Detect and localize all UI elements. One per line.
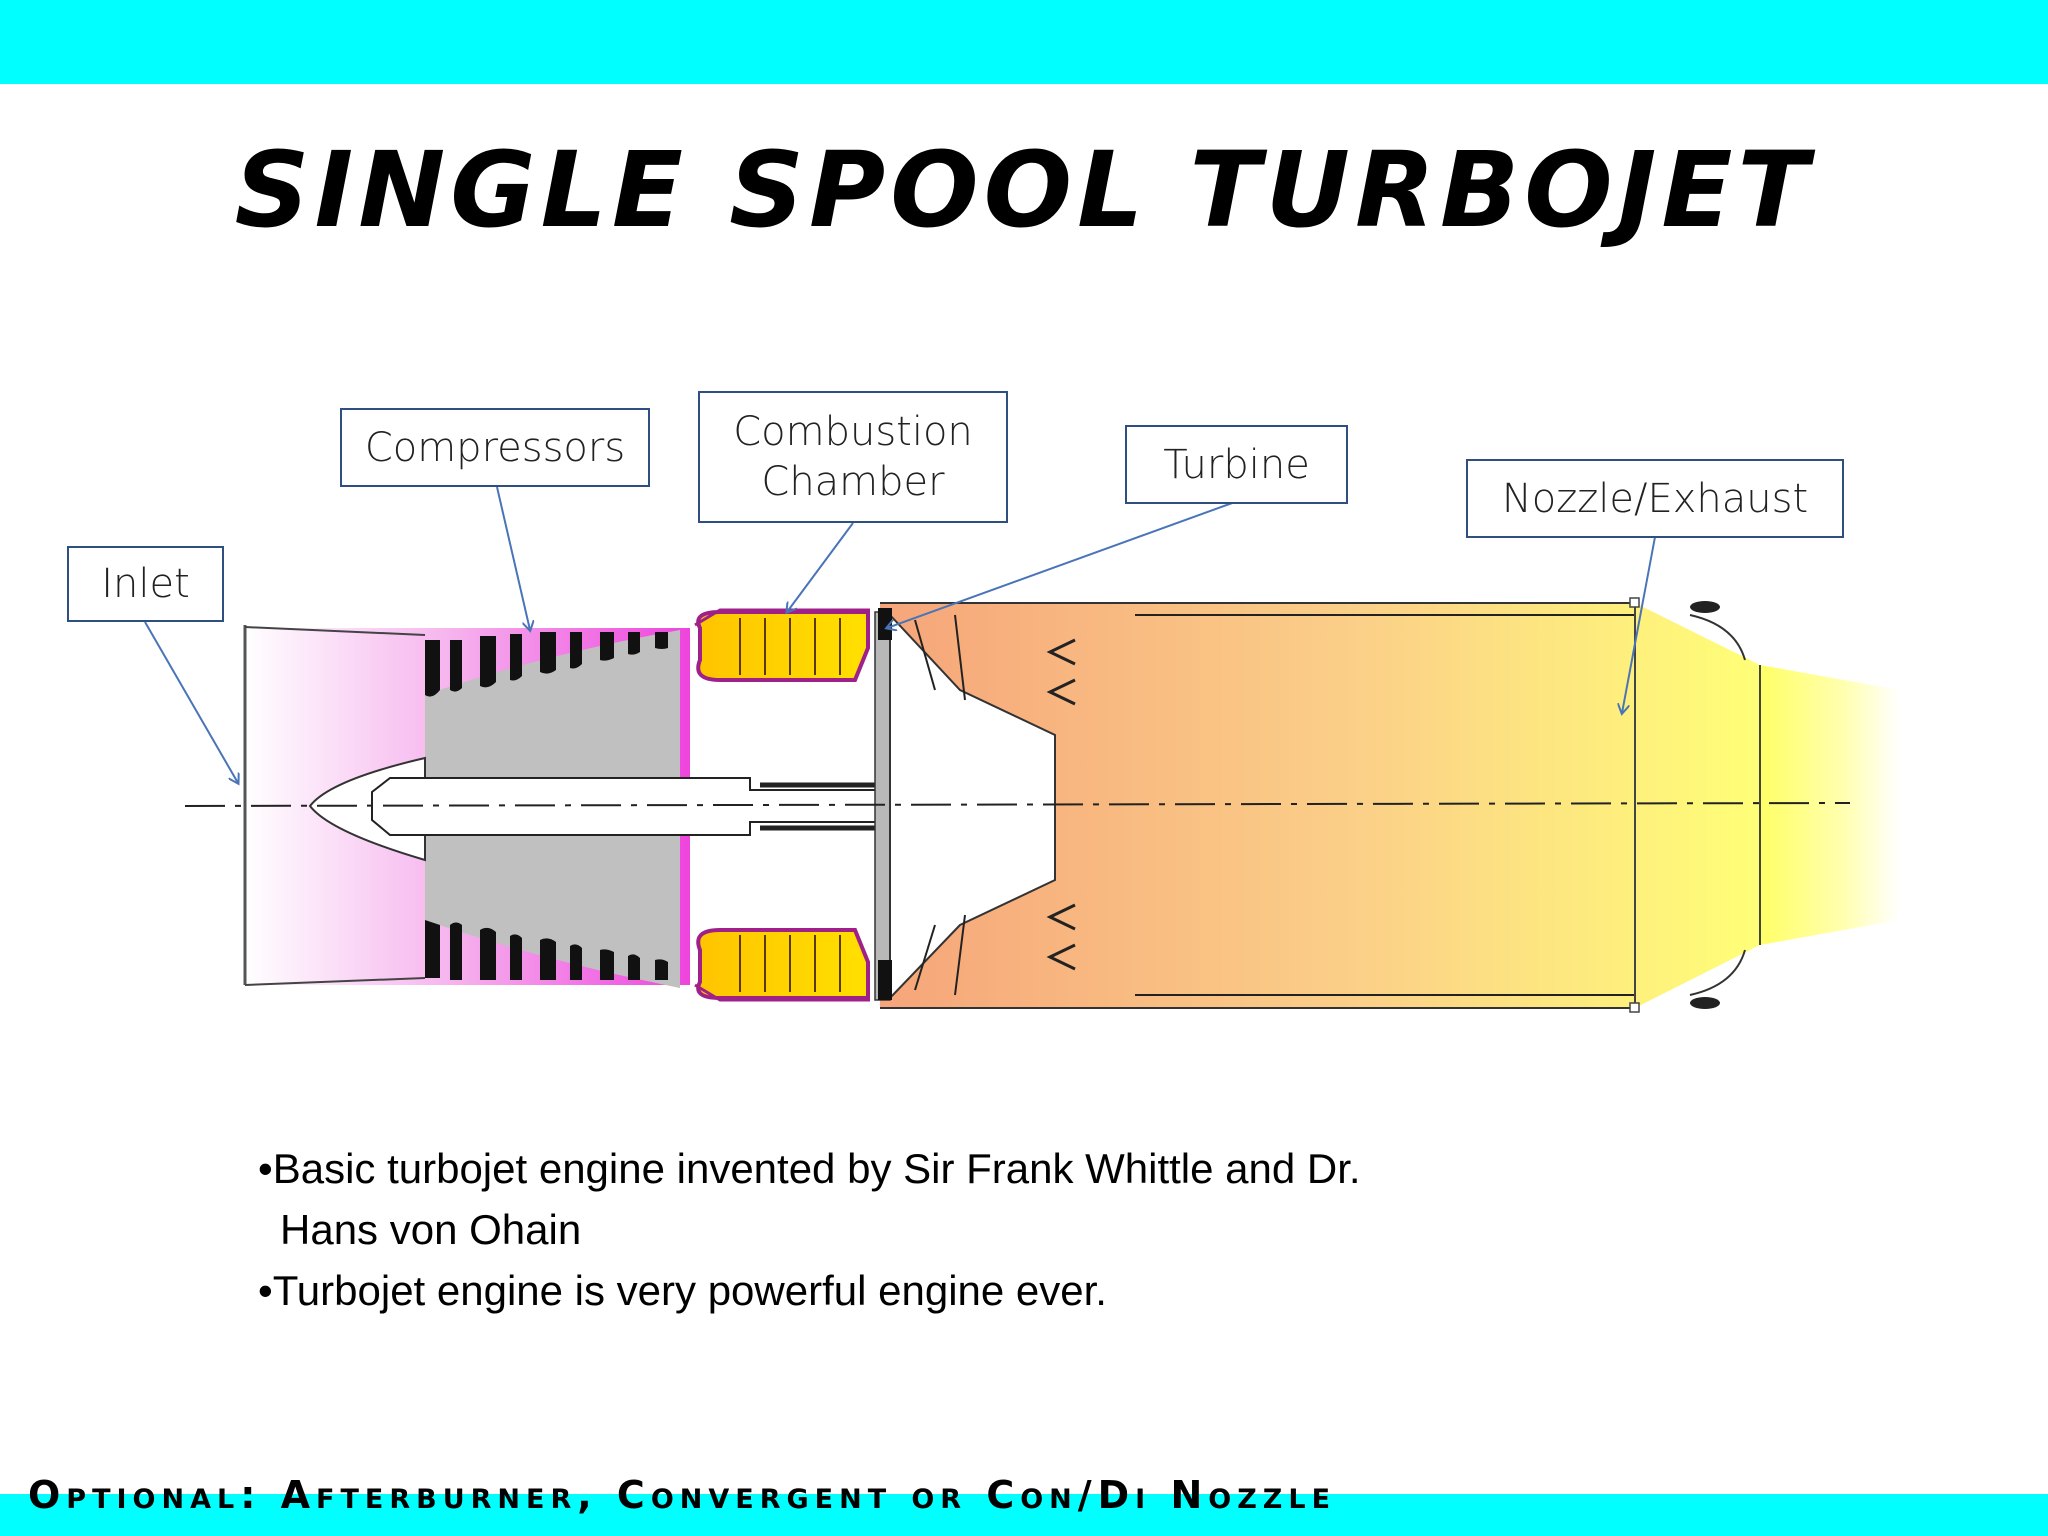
label-inlet: Inlet [67, 546, 224, 622]
nozzle-arrow [1622, 536, 1656, 713]
label-combustion-line2: Chamber [761, 459, 945, 505]
bullet-1-line-1: •Basic turbojet engine invented by Sir F… [258, 1145, 1361, 1192]
bottom-accent-bar [0, 1494, 2048, 1536]
label-compressors-text: Compressors [364, 424, 626, 471]
turbine-arrow [887, 501, 1236, 628]
compressor-blades-bottom [425, 920, 668, 980]
bullet-2: •Turbojet engine is very powerful engine… [258, 1267, 1107, 1314]
turbine-disk [874, 611, 891, 1001]
bullet-1-line-2: Hans von Ohain [280, 1206, 582, 1253]
engine-centerline [184, 802, 1851, 807]
label-nozzle-text: Nozzle/Exhaust [1501, 475, 1809, 522]
label-turbine: Turbine [1125, 425, 1348, 504]
label-combustion-chamber: Combustion Chamber [698, 391, 1008, 523]
nozzle-actuator-top [1690, 601, 1720, 613]
label-turbine-text: Turbine [1163, 441, 1310, 488]
nozzle-actuator-bottom [1690, 997, 1720, 1009]
compressors-arrow [496, 486, 530, 630]
combustion-arrow [787, 522, 854, 612]
combustor-top [696, 610, 870, 682]
combustor-bottom [696, 928, 870, 1000]
engine-shaft [371, 777, 931, 836]
slide-footer: Optional: Afterburner, Convergent or Con… [28, 1473, 1337, 1517]
label-inlet-text: Inlet [101, 561, 190, 607]
inlet-arrow [144, 621, 238, 783]
label-combustion-line1: Combustion [733, 409, 973, 455]
bullet-list: •Basic turbojet engine invented by Sir F… [258, 1138, 1658, 1321]
label-nozzle-exhaust: Nozzle/Exhaust [1466, 459, 1844, 538]
exhaust-section [880, 603, 1760, 1008]
label-compressors: Compressors [340, 408, 650, 487]
top-accent-bar [0, 0, 2048, 84]
compressor-blades-top [425, 632, 668, 697]
slide-title: SINGLE SPOOL TURBOJET [234, 129, 1814, 251]
exhaust-plume [1760, 665, 1900, 945]
